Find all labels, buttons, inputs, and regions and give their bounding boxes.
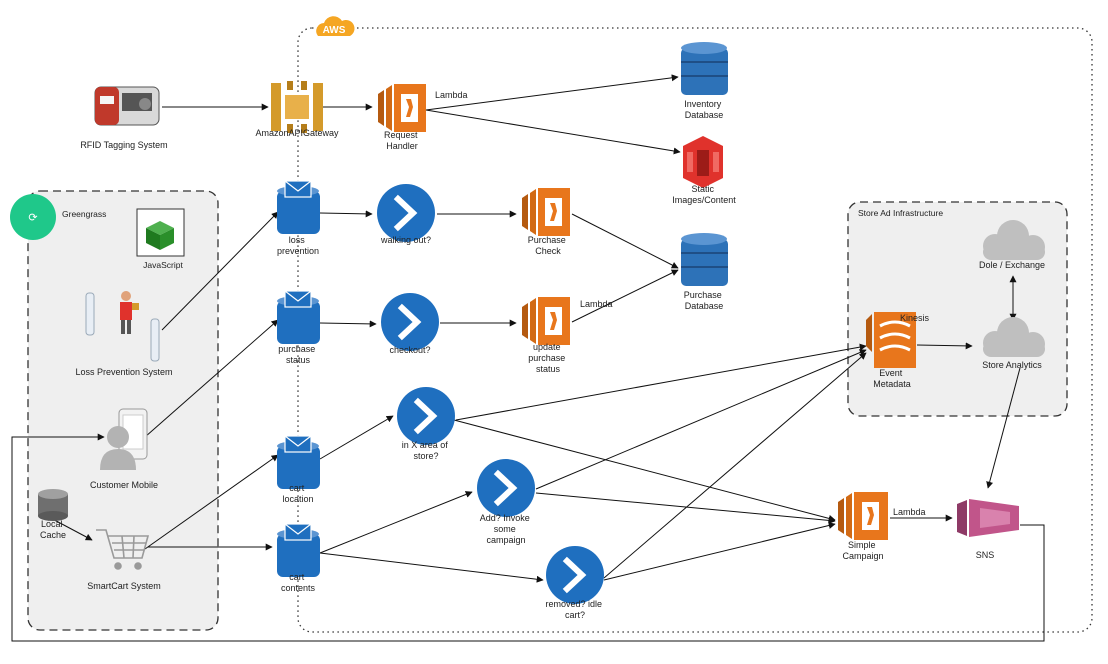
sqs-purchase-status-icon (277, 290, 320, 344)
step-walking-out-icon (377, 184, 435, 242)
step-checkout-icon (381, 293, 439, 351)
kinesis-label: Kinesis (900, 313, 930, 323)
purchase-status-queue-label: purchase status (278, 344, 318, 365)
walking-out-label: walking out? (380, 235, 431, 245)
sqs-cart-contents-icon (277, 523, 320, 577)
dole-exchange-label: Dole / Exchange (979, 260, 1045, 270)
lambda-simple-campaign-icon (838, 492, 888, 540)
inventory-database-icon (681, 42, 728, 95)
removed-idle-label: removed? idle cart? (545, 599, 604, 620)
javascript-label: JavaScript (143, 260, 183, 270)
connectors (11, 74, 1045, 642)
store-ad-title: Store Ad Infrastructure (858, 208, 943, 218)
customer-mobile-label: Customer Mobile (90, 480, 158, 490)
inventory-db-label: Inventory Database (684, 99, 724, 120)
rfid-label: RFID Tagging System (80, 140, 167, 150)
dole-exchange-cloud-icon (983, 220, 1045, 260)
lambda-mid-label: Lambda (580, 299, 613, 309)
in-x-area-label: in X area of store? (402, 440, 451, 461)
aws-badge: AWS (316, 16, 355, 36)
add-invoke-label: Add? Invoke some campaign (480, 513, 533, 545)
purchase-check-label: Purchase Check (528, 235, 569, 256)
aws-boundary (297, 27, 1093, 633)
kinesis-icon (866, 312, 916, 368)
simple-campaign-label: Simple Campaign (842, 540, 883, 561)
step-removed-idle-icon (546, 546, 604, 604)
loss-prevention-queue-label: loss prevention (277, 235, 319, 256)
lambda-top-label: Lambda (435, 90, 468, 100)
static-images-label: Static Images/Content (672, 184, 736, 205)
local-cache-label: Local Cache (40, 519, 66, 540)
lambda-update-purchase-icon (522, 297, 570, 345)
store-analytics-cloud-icon (983, 317, 1045, 357)
loss-prevention-system-label: Loss Prevention System (75, 367, 172, 377)
greengrass-icon: ⟳ (10, 194, 56, 240)
sqs-cart-location-icon (277, 435, 320, 489)
sqs-loss-prevention-icon (277, 180, 320, 234)
sns-icon (957, 499, 1019, 537)
local-cache-icon (38, 489, 68, 521)
api-gateway-label: AmazonAPIGateway (255, 128, 339, 138)
cart-location-label: cart location (282, 483, 313, 504)
checkout-label: checkout? (389, 345, 430, 355)
update-purchase-label: update purchase status (528, 342, 568, 374)
cart-contents-label: cart contents (281, 572, 316, 593)
svg-text:⟳: ⟳ (28, 212, 37, 224)
lambda-purchase-check-icon (522, 188, 570, 236)
step-in-x-area-icon (397, 387, 455, 445)
javascript-cube-icon (136, 208, 185, 257)
customer-mobile-icon (100, 408, 148, 470)
store-analytics-label: Store Analytics (982, 360, 1042, 370)
lambda-request-handler-icon (378, 84, 426, 132)
request-handler-label: Request Handler (384, 130, 420, 151)
api-gateway-icon (271, 81, 323, 133)
lambda-bottom-label: Lambda (893, 507, 926, 517)
rfid-printer-icon (94, 86, 160, 126)
loss-prevention-system-icon (85, 291, 160, 362)
s3-bucket-icon (683, 136, 723, 188)
greengrass-title: Greengrass (62, 209, 106, 219)
purchase-database-icon (681, 233, 728, 286)
step-add-invoke-icon (477, 459, 535, 517)
svg-text:AWS: AWS (323, 25, 346, 36)
smartcart-label: SmartCart System (87, 581, 161, 591)
event-metadata-label: Event Metadata (873, 368, 911, 389)
sns-label: SNS (976, 550, 995, 560)
purchase-db-label: Purchase Database (684, 290, 725, 311)
smartcart-icon (96, 529, 150, 570)
